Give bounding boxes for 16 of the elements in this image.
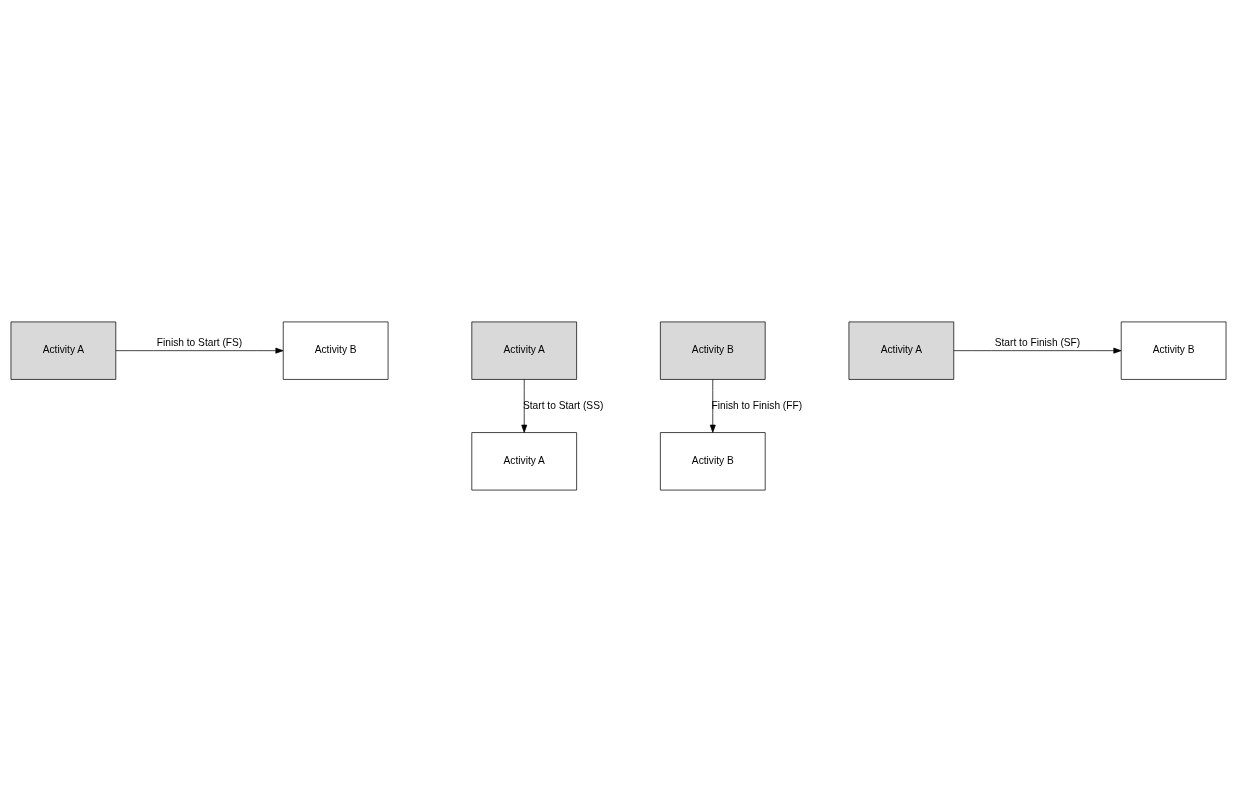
arrow [709, 379, 716, 433]
node-box: Activity B [660, 321, 766, 380]
edge-label: Start to Finish (SF) [994, 336, 1081, 348]
edge-label: Start to Start (SS) [522, 399, 604, 411]
node-box: Activity A [848, 321, 955, 380]
arrow [953, 347, 1122, 354]
node-box: Activity B [282, 321, 389, 380]
node-box: Activity B [1120, 321, 1227, 380]
edge-label: Finish to Finish (FF) [711, 399, 803, 411]
node-box: Activity B [660, 432, 766, 491]
arrow [115, 347, 284, 354]
node-box: Activity A [10, 321, 117, 380]
node-box: Activity A [471, 321, 577, 380]
node-box: Activity A [471, 432, 577, 491]
edge-label: Finish to Start (FS) [156, 336, 243, 348]
arrow [521, 379, 528, 433]
